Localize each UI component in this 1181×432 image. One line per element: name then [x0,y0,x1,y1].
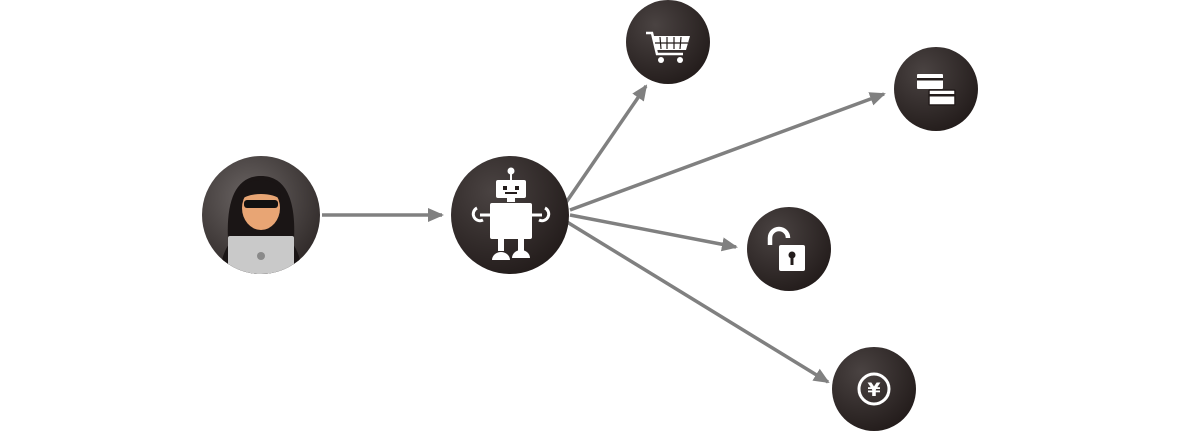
edges [322,84,886,384]
unlocked-padlock-icon [767,226,805,271]
accounts-node [894,47,978,131]
yen-symbol: ¥ [867,379,880,401]
money-node: ¥ [832,347,916,431]
cards-icon [917,74,956,106]
robot-icon [471,167,551,260]
edge-bot-to-unlock [569,213,738,252]
hacker-icon [220,176,302,274]
edge-bot-to-accounts [569,92,886,212]
shopping-node [626,0,710,84]
bot-node [451,156,569,274]
yen-coin-icon: ¥ [857,372,891,406]
edge-bot-to-money [566,220,830,384]
shopping-cart-icon [646,31,690,63]
hacker-node [202,156,320,274]
edge-bot-to-shopping [563,84,648,205]
unlock-node [747,207,831,291]
